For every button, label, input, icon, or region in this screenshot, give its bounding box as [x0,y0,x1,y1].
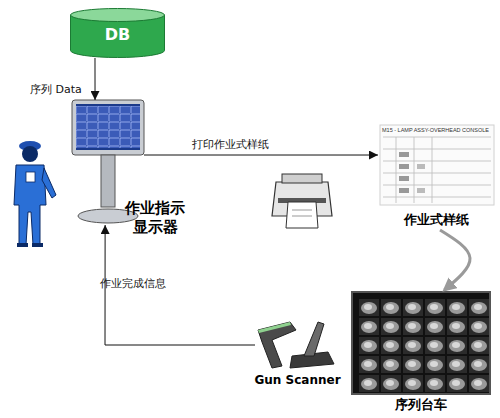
worker-pocket [26,172,35,182]
sheet-rule [383,197,491,198]
sheet-rule [383,149,491,150]
sheet-title: M15 - LAMP ASSY-OVERHEAD CONSOLE [382,127,489,133]
node-label: 作业指示 显示器 [122,199,188,237]
node-label: Gun Scanner [250,372,345,388]
worker-figure [14,141,56,247]
sheet-mark [399,152,409,157]
scanner-gun [258,322,296,368]
monitor-screen-grid [76,106,140,148]
cylinder-top [71,9,165,22]
printer-illustration [272,174,332,228]
database-cylinder: DB [70,8,165,58]
cart-node: 序列台车 [352,290,490,415]
display-node: 作业指示 显示器 [72,100,144,225]
scanner-handset [304,322,324,356]
sheet-mark [399,164,409,169]
scanner-window [258,322,291,333]
worker-shoe [32,243,43,247]
sheet-rule [383,185,491,186]
worker-arm [42,168,56,198]
node-label: DB [70,8,165,62]
monitor-frame [72,100,144,155]
node-label: 序列台车 [352,396,490,413]
flow-arrow [144,155,378,156]
cart-cells [358,298,490,393]
edge-label: 序列 Data [30,82,82,97]
worker-overalls [14,165,46,245]
cart-illustration [352,292,490,394]
monitor-stand [101,155,115,207]
paper-line [292,216,312,217]
printer-paper [286,202,318,228]
scanner-node: Gun Scanner [255,318,340,390]
sheet-mark [399,176,409,181]
sheet-rule [396,137,397,203]
edge-label: 作业完成信息 [100,276,166,291]
node-label: 作业式样纸 [378,211,495,228]
sheet-rule [414,137,415,203]
sheet-paper [380,125,494,205]
sheet-mark [417,164,425,169]
printer-top [282,174,322,183]
monitor-screen [76,104,140,150]
sheet-rule [383,173,491,174]
sheet-mark [399,188,409,193]
sheet-mark [417,188,425,193]
spec-sheet-node: 作业式样纸 [378,125,495,230]
sheet-rule [432,137,433,203]
paper-line [292,210,312,211]
worker-shoe [17,243,28,247]
cart-frame [352,292,490,394]
sheet-rule [383,161,491,162]
spec-sheet [380,125,494,205]
edge-label: 打印作业式样纸 [192,137,269,152]
scanner-illustration [258,322,334,368]
flow-arrow [94,58,95,100]
sheet-rule [383,137,491,138]
flow-arrow [440,230,470,290]
worker-head [22,146,38,162]
